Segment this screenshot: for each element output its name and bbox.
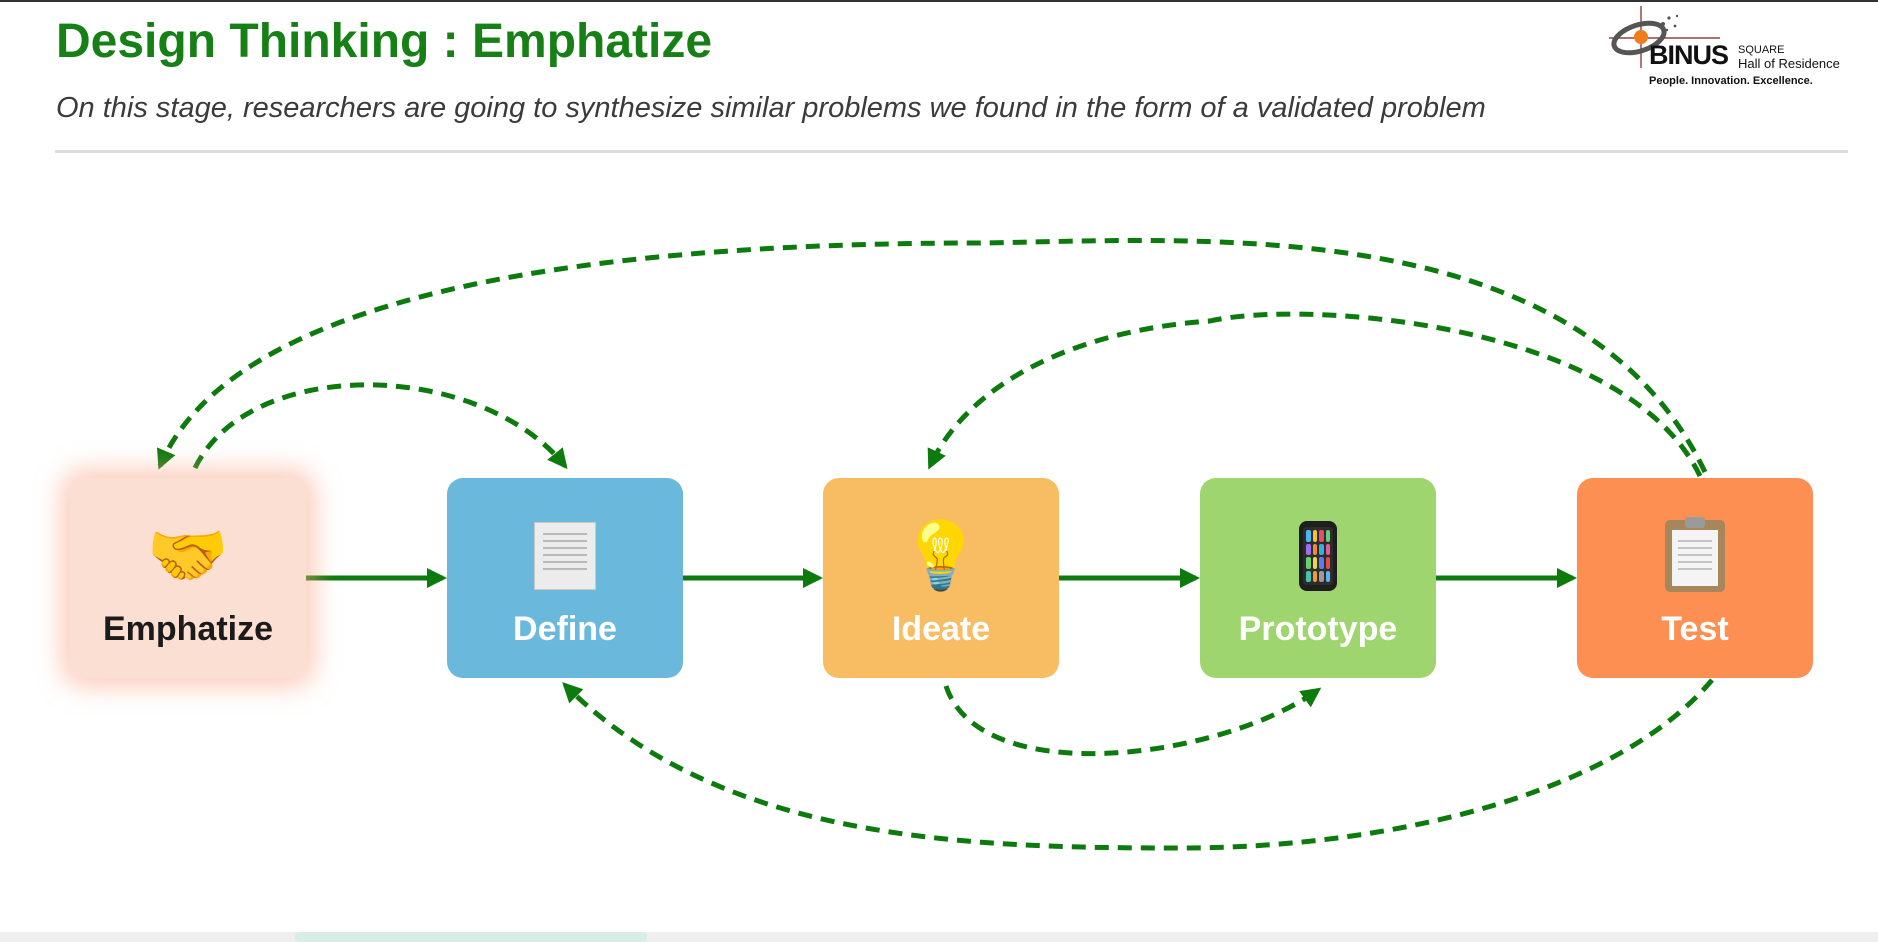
page-title: Design Thinking : Emphatize xyxy=(56,15,713,68)
logo-tagline: People. Innovation. Excellence. xyxy=(1649,75,1813,87)
horizontal-scrollbar[interactable] xyxy=(0,932,1878,942)
stage-prototype: Prototype xyxy=(1200,478,1436,678)
logo-wordmark: BINUS xyxy=(1649,40,1729,70)
page-subtitle: On this stage, researchers are going to … xyxy=(56,92,1486,124)
header-divider xyxy=(55,150,1848,153)
loop-ideate-to-prototype xyxy=(943,685,1322,757)
stage-label: Define xyxy=(513,610,617,648)
stage-label: Test xyxy=(1661,610,1729,648)
top-border xyxy=(0,0,1878,2)
loop-test-to-ideate xyxy=(927,311,1703,478)
stage-label: Ideate xyxy=(891,610,991,648)
loop-test-to-define xyxy=(562,678,1714,851)
stage-emphatize: 🤝 Emphatize xyxy=(70,478,306,678)
stage-define: Define xyxy=(447,478,683,678)
logo-hall-text: Hall of Residence xyxy=(1738,56,1840,71)
logo-square-text: SQUARE xyxy=(1738,44,1785,56)
stage-test: Test xyxy=(1577,478,1813,678)
scrollbar-thumb[interactable] xyxy=(295,932,647,942)
smartphone-icon xyxy=(1278,516,1358,596)
clipboard-icon xyxy=(1655,516,1735,596)
handshake-icon: 🤝 xyxy=(146,517,230,594)
logo-emblem-icon xyxy=(1609,6,1720,68)
stage-label: Emphatize xyxy=(102,610,274,648)
stage-label: Prototype xyxy=(1238,610,1398,648)
document-icon xyxy=(525,516,605,596)
stage-ideate: 💡 Ideate xyxy=(823,478,1059,678)
lightbulb-icon: 💡 xyxy=(899,517,983,594)
binus-logo: BINUS SQUARE Hall of Residence People. I… xyxy=(1605,4,1840,88)
loop-emphatize-to-define xyxy=(192,382,568,470)
loop-test-to-emphatize xyxy=(157,238,1708,474)
